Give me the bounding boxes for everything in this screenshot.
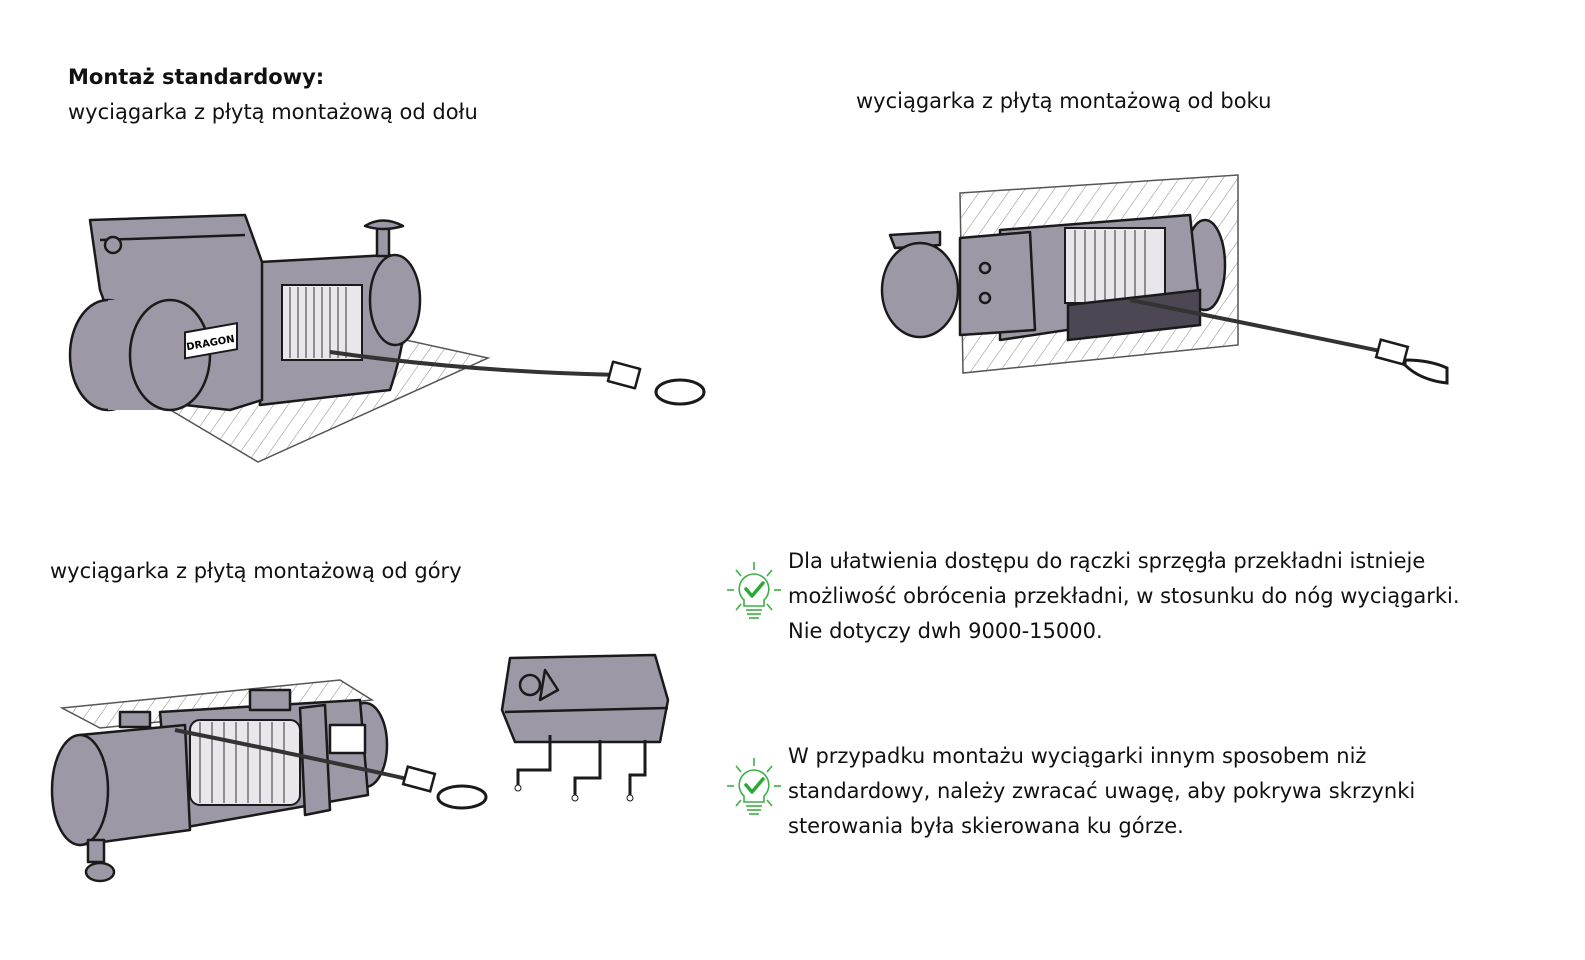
- caption-side-mount: wyciągarka z płytą montażową od boku: [856, 89, 1272, 113]
- tip-2-line: sterowania była skierowana ku górze.: [788, 814, 1184, 838]
- lightbulb-check-icon: [725, 560, 783, 620]
- tip-1-line: Nie dotyczy dwh 9000-15000.: [788, 619, 1103, 643]
- tip-1: Dla ułatwienia dostępu do rączki sprzęgł…: [788, 544, 1460, 649]
- section-heading: Montaż standardowy:: [68, 65, 325, 89]
- tip-1-line: możliwość obrócenia przekładni, w stosun…: [788, 584, 1460, 608]
- tip-2-line: W przypadku montażu wyciągarki innym spo…: [788, 744, 1367, 768]
- caption-bottom-mount: wyciągarka z płytą montażową od dołu: [68, 100, 478, 124]
- control-box-illustration: [500, 653, 670, 802]
- caption-top-mount: wyciągarka z płytą montażową od góry: [50, 559, 462, 583]
- lightbulb-check-icon: [725, 756, 783, 816]
- tip-2-line: standardowy, należy zwracać uwagę, aby p…: [788, 779, 1416, 803]
- tip-2: W przypadku montażu wyciągarki innym spo…: [788, 739, 1415, 844]
- winch-side-mount-illustration: [880, 174, 1449, 385]
- winch-top-mount-illustration: [50, 653, 670, 883]
- winch-bottom-mount-illustration: DRAGON: [68, 213, 706, 463]
- tip-1-line: Dla ułatwienia dostępu do rączki sprzęgł…: [788, 549, 1426, 573]
